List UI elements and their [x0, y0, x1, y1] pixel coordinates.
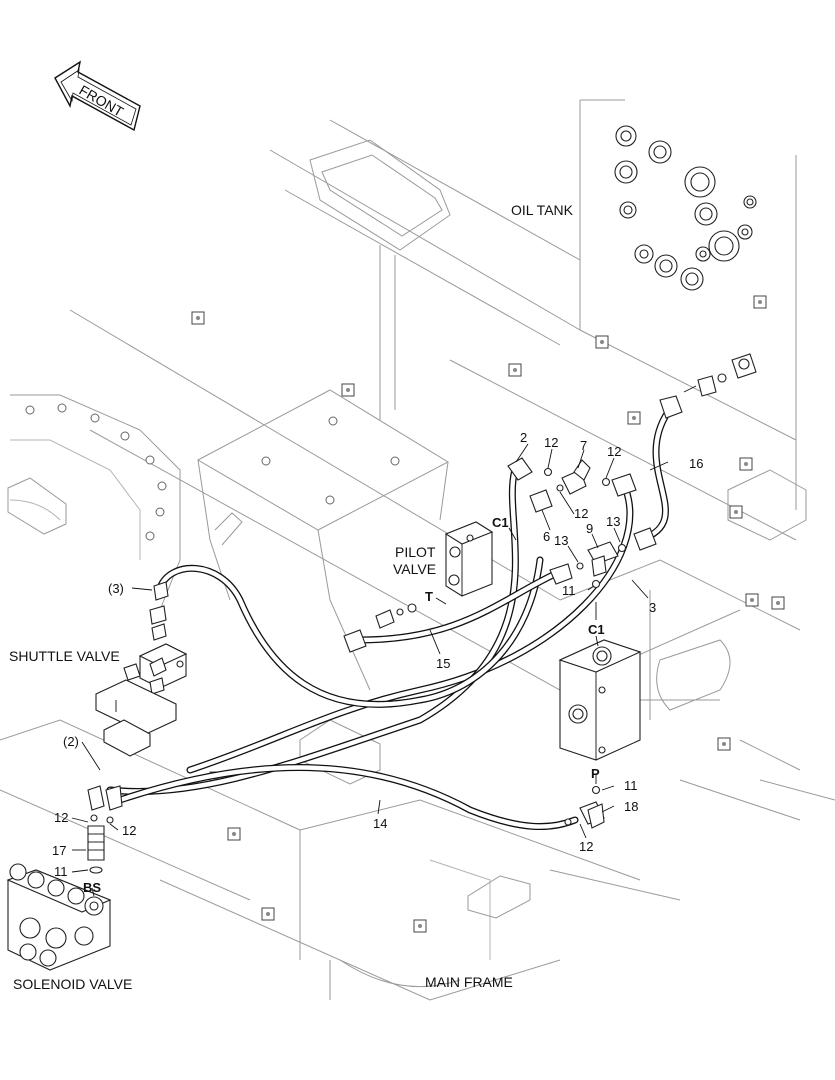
- callout-17: 17: [52, 843, 66, 858]
- callout-11: 11: [54, 864, 68, 879]
- hose-3-loop: [156, 556, 544, 708]
- callout-12: 12: [54, 810, 68, 825]
- diagram-labels: PILOT VALVE SHUTTLE VALVE SOLENOID VALVE…: [9, 430, 703, 992]
- leader-lines: [71, 443, 669, 897]
- callout-12: 12: [579, 839, 593, 854]
- hose-3: [186, 486, 634, 774]
- valve-block: [558, 579, 642, 829]
- callout-13: 13: [554, 533, 568, 548]
- port-p-valve: P: [591, 766, 600, 781]
- callout-12: 12: [574, 506, 588, 521]
- solenoid-valve-label: SOLENOID VALVE: [13, 976, 132, 992]
- tank-fittings: [659, 353, 757, 419]
- callout-12: 12: [122, 823, 136, 838]
- shuttle-valve-label: SHUTTLE VALVE: [9, 648, 120, 664]
- hose-15: [356, 570, 559, 644]
- hose-14: [116, 764, 579, 830]
- front-arrow: FRONT: [54, 60, 141, 132]
- callout-11: 11: [624, 778, 638, 793]
- port-t-pilot: T: [425, 589, 433, 604]
- port-bs-solenoid: BS: [83, 880, 101, 895]
- swing-bearing: [25, 403, 167, 541]
- callout-14: 14: [373, 816, 387, 831]
- hose-2: [106, 466, 519, 796]
- oil-tank-label: OIL TANK: [511, 202, 574, 218]
- pilot-valve: [375, 521, 494, 629]
- shuttle-fittings: [87, 785, 123, 874]
- callout-2-ref: (2): [63, 734, 79, 749]
- callout-7: 7: [580, 438, 587, 453]
- shuttle-valve: [95, 581, 188, 757]
- main-frame-structure: [0, 119, 835, 1001]
- callout-3: 3: [649, 600, 656, 615]
- callout-12: 12: [544, 435, 558, 450]
- callout-13: 13: [606, 514, 620, 529]
- callout-2: 2: [520, 430, 527, 445]
- callout-6: 6: [543, 529, 550, 544]
- pilot-valve-label: PILOT: [395, 544, 436, 560]
- solenoid-valve: [6, 863, 112, 971]
- callout-12: 12: [607, 444, 621, 459]
- pilot-valve-label-2: VALVE: [393, 561, 436, 577]
- center-mount: [196, 389, 450, 691]
- port-c1-pilot: C1: [492, 515, 509, 530]
- callout-18: 18: [624, 799, 638, 814]
- callout-3-ref: (3): [108, 581, 124, 596]
- callout-15: 15: [436, 656, 450, 671]
- hose-16: [636, 408, 672, 544]
- callout-16: 16: [689, 456, 703, 471]
- port-c1-valve: C1: [588, 622, 605, 637]
- callout-11: 11: [562, 583, 576, 598]
- main-frame-label: MAIN FRAME: [425, 974, 513, 990]
- callout-9: 9: [586, 521, 593, 536]
- pilot-fittings: [343, 457, 657, 653]
- oil-tank: OIL TANK: [511, 99, 797, 510]
